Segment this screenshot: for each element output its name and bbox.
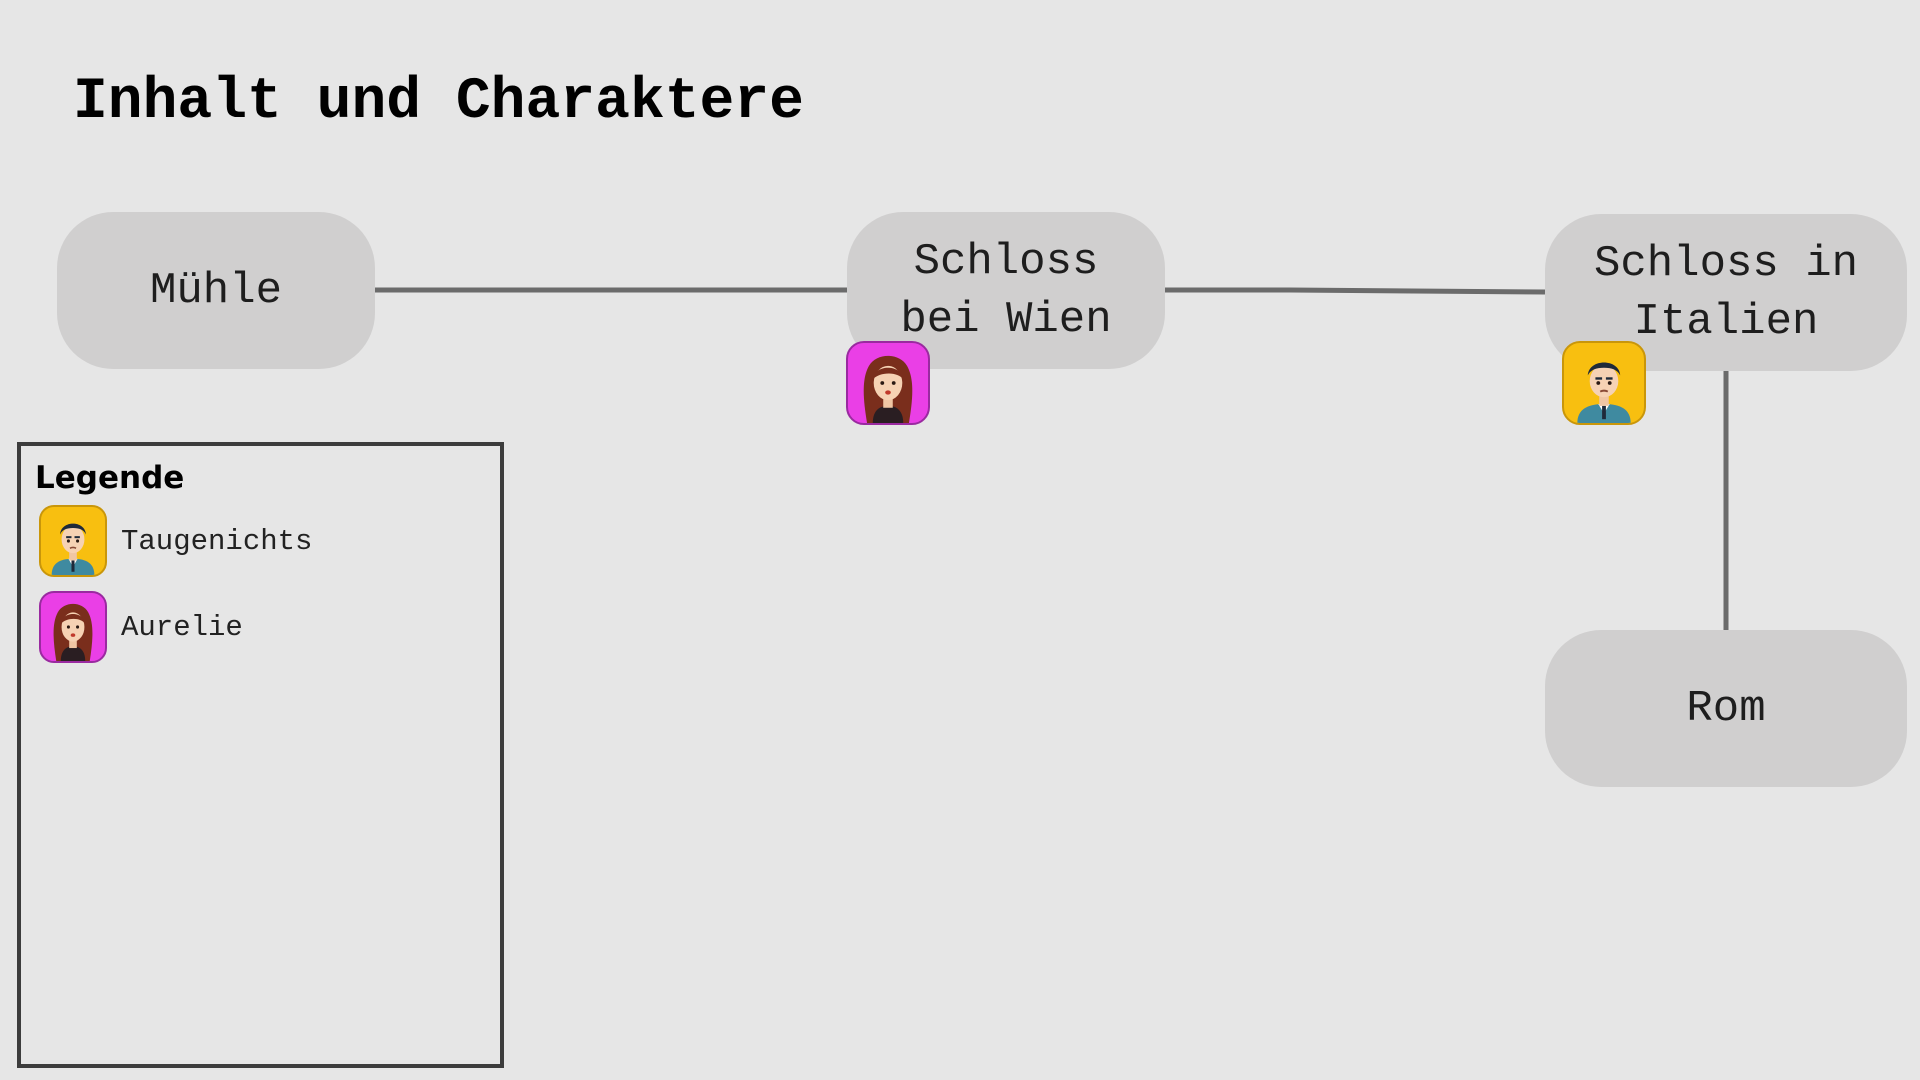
man-avatar-icon — [51, 523, 95, 575]
taugenichts-marker-icon[interactable] — [1562, 341, 1646, 425]
location-node-schloss-bei-wien[interactable]: Schloss bei Wien — [847, 212, 1165, 369]
node-label-line: Schloss — [913, 236, 1099, 287]
legend-item-aurelie: Aurelie — [39, 591, 243, 663]
node-label-line: Rom — [1686, 683, 1766, 734]
legend-title: Legende — [35, 460, 185, 496]
node-label-line: Italien — [1633, 296, 1819, 347]
taugenichts-legend-icon — [39, 505, 107, 577]
node-label-line: bei Wien — [900, 294, 1112, 345]
node-label-line: Mühle — [149, 265, 283, 316]
connector-wien-italien — [1165, 287, 1546, 295]
woman-avatar-icon — [863, 355, 913, 423]
legend-item-taugenichts: Taugenichts — [39, 505, 312, 577]
aurelie-legend-icon — [39, 591, 107, 663]
location-node-rom[interactable]: Rom — [1545, 630, 1907, 787]
legend-label: Taugenichts — [121, 524, 313, 558]
legend-box: Legende Taugenichts — [17, 442, 504, 1068]
page-title: Inhalt und Charaktere — [73, 70, 804, 135]
legend-label: Aurelie — [121, 610, 243, 644]
node-label-line: Schloss in — [1593, 238, 1859, 289]
aurelie-marker-icon[interactable] — [846, 341, 930, 425]
location-node-schloss-in-italien[interactable]: Schloss in Italien — [1545, 214, 1907, 371]
man-avatar-icon — [1577, 362, 1631, 423]
woman-avatar-icon — [53, 603, 93, 661]
location-node-muehle[interactable]: Mühle — [57, 212, 375, 369]
